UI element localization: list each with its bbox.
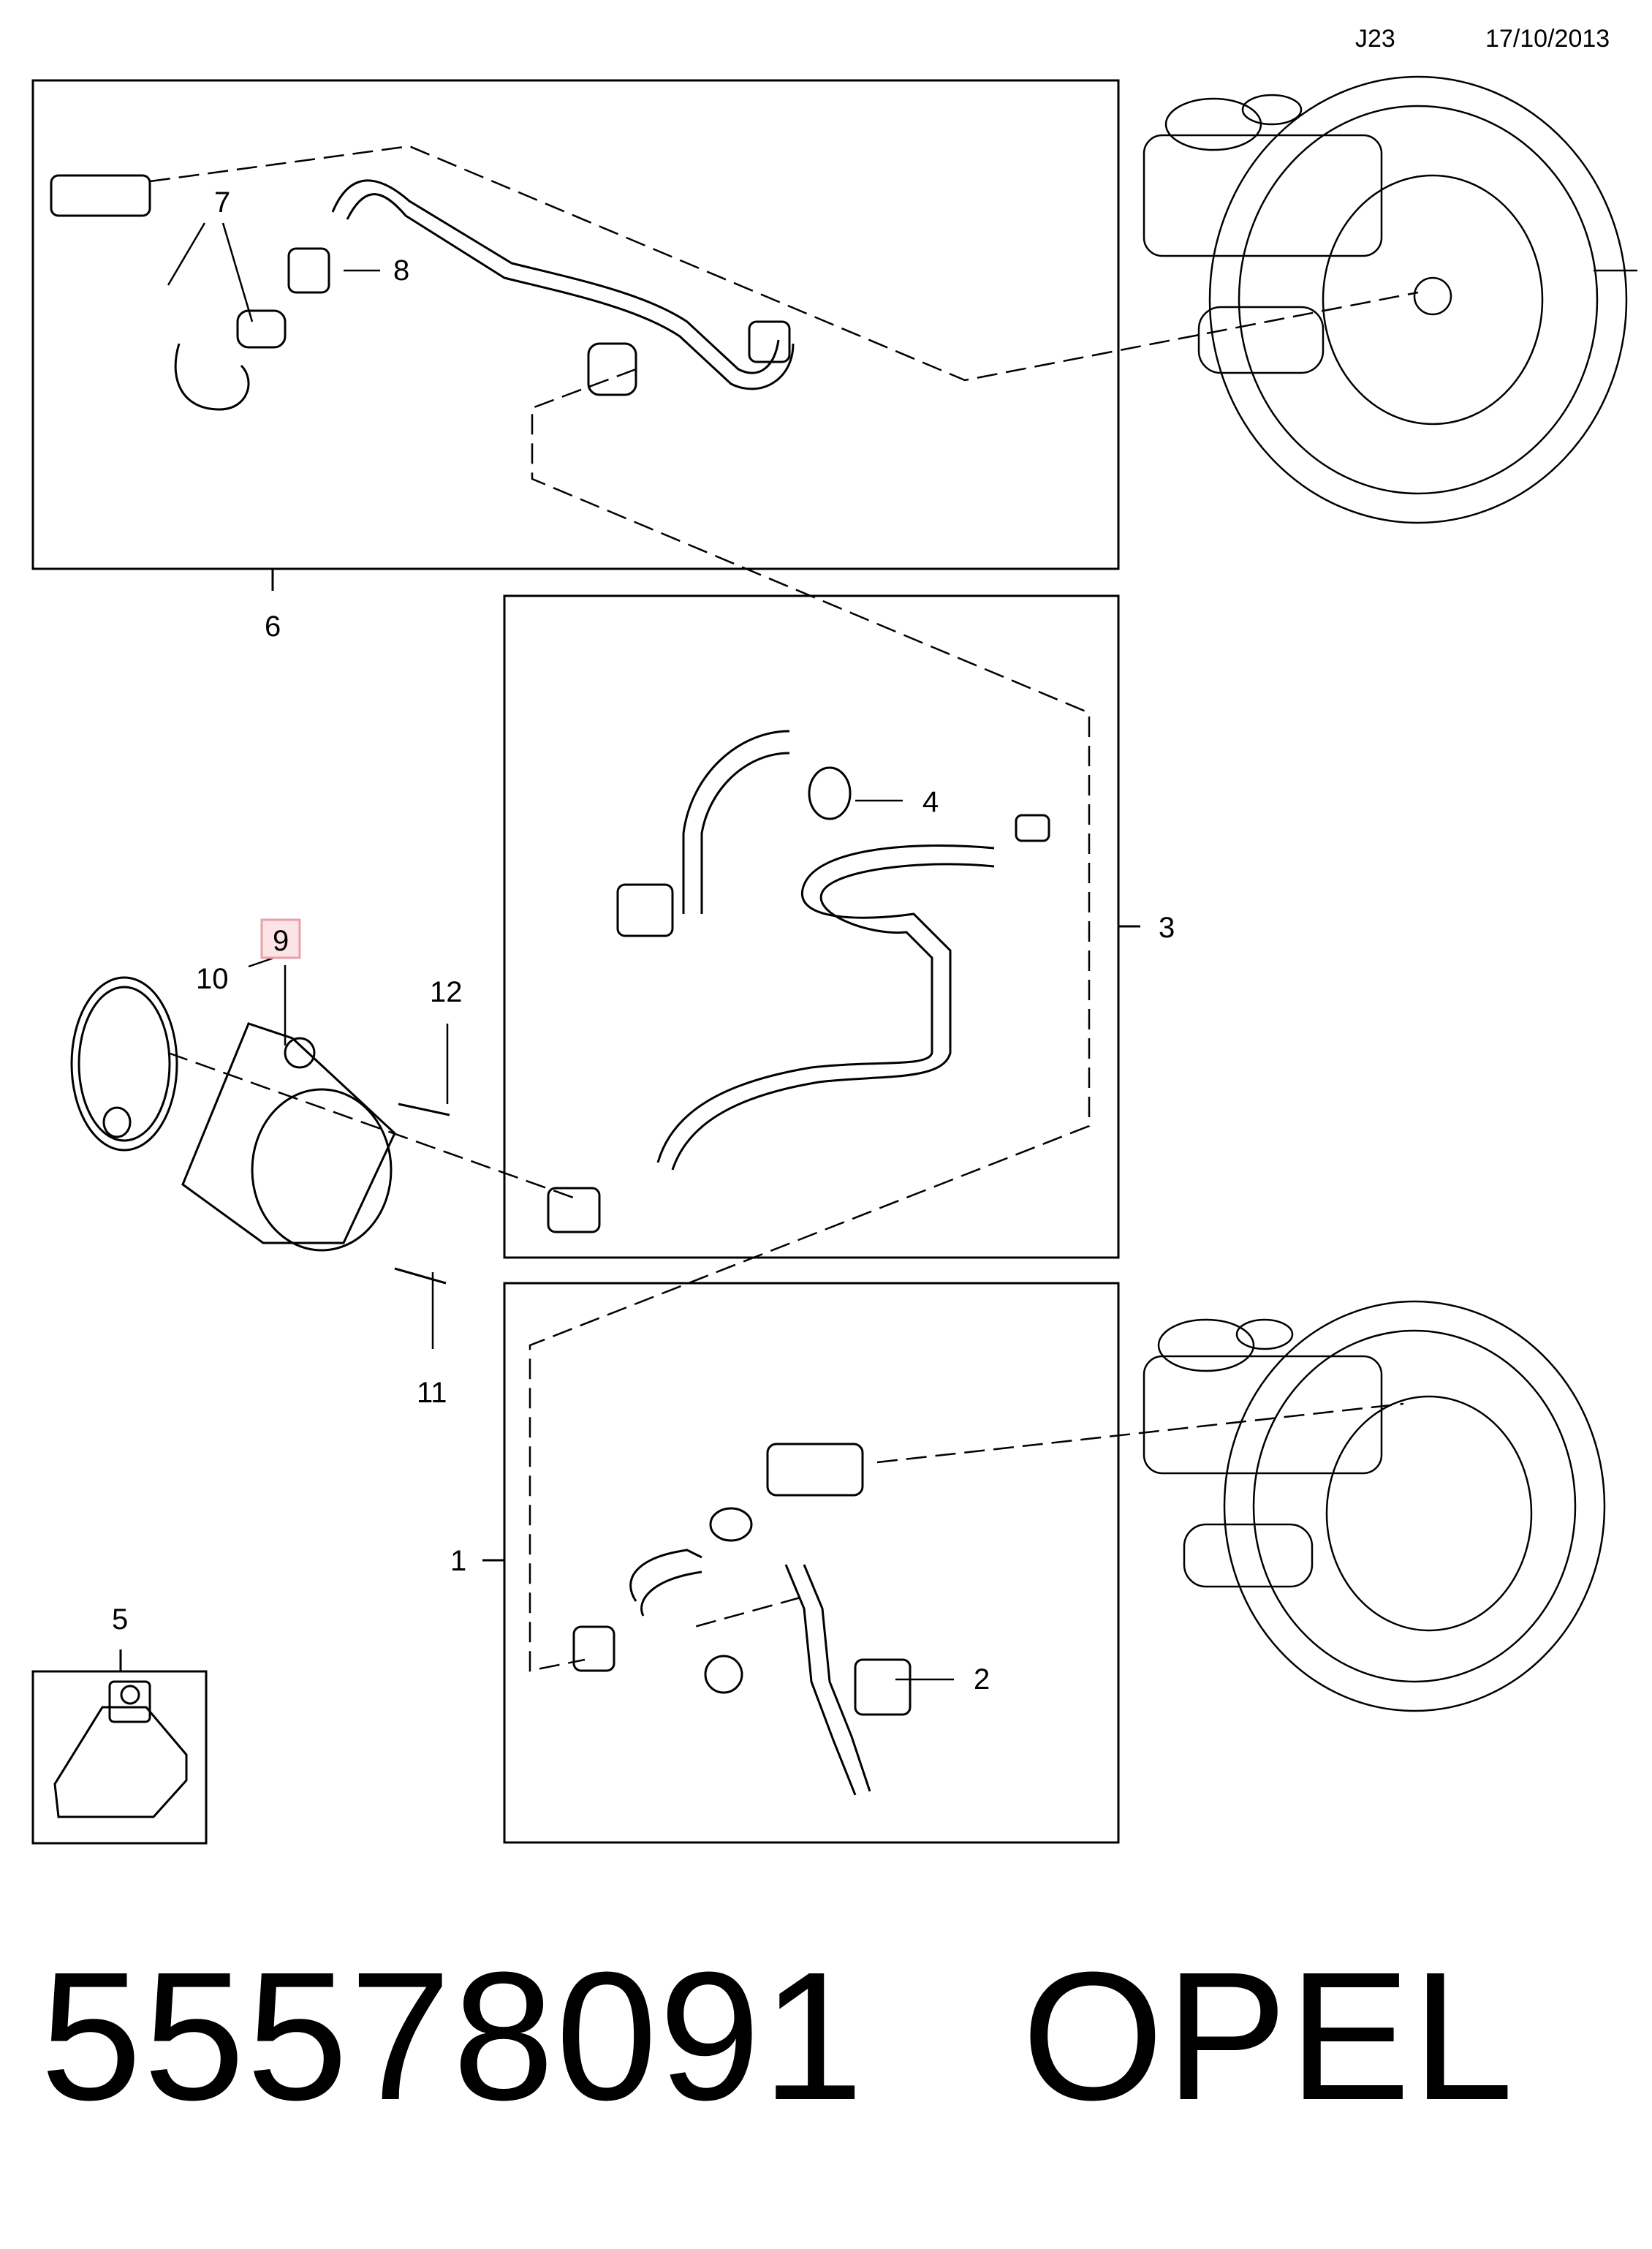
part-number: 55578091 <box>40 1934 865 2138</box>
group-box-3 <box>503 594 1120 1259</box>
highlight-box-9 <box>260 918 301 959</box>
callout-6[interactable]: 6 <box>265 611 281 643</box>
diagram-code: J23 <box>1355 25 1395 53</box>
brake-booster-top <box>1143 75 1637 524</box>
callout-12[interactable]: 12 <box>430 976 463 1008</box>
brand-name: OPEL <box>1021 1934 1515 2138</box>
vacuum-hose-1 <box>572 1443 912 1796</box>
callout-3[interactable]: 3 <box>1159 912 1175 944</box>
callout-11[interactable]: 11 <box>417 1377 447 1409</box>
group-box-6 <box>31 79 1120 570</box>
hose-clip-5 <box>53 1680 188 1818</box>
callout-2[interactable]: 2 <box>974 1663 990 1696</box>
vacuum-pump <box>70 976 450 1285</box>
callout-9[interactable]: 9 <box>273 925 289 957</box>
vacuum-hose-6 <box>50 174 795 411</box>
brake-booster-bottom <box>1143 1300 1606 1712</box>
diagram-date: 17/10/2013 <box>1485 25 1610 53</box>
callout-1[interactable]: 1 <box>450 1545 466 1577</box>
group-box-1 <box>503 1282 1120 1844</box>
callout-4[interactable]: 4 <box>922 786 939 818</box>
callout-10[interactable]: 10 <box>196 963 229 995</box>
callout-8[interactable]: 8 <box>393 254 409 287</box>
callout-5[interactable]: 5 <box>112 1603 128 1636</box>
part-number-footer: 55578091 OPEL <box>40 1945 1515 2128</box>
parts-diagram: 1 2 3 4 5 6 7 8 9 10 11 12 <box>31 75 1637 1845</box>
callout-7[interactable]: 7 <box>214 186 230 219</box>
vacuum-hose-3 <box>547 730 1050 1233</box>
